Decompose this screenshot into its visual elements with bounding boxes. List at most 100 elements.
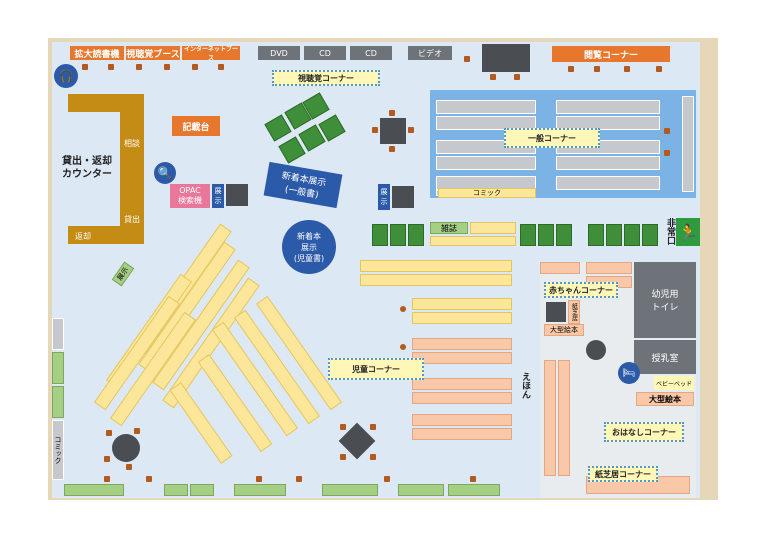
chair xyxy=(104,476,110,482)
picture-book-shelf xyxy=(412,392,512,404)
children-shelf xyxy=(412,312,512,324)
chair xyxy=(490,74,496,80)
left-wall-shelf xyxy=(52,386,64,418)
general-shelf xyxy=(556,100,660,114)
picture-book-shelf xyxy=(586,262,632,274)
general-shelf xyxy=(436,100,536,114)
chair xyxy=(384,476,390,482)
chair xyxy=(624,66,630,72)
headphones-icon: 🎧 xyxy=(54,64,78,88)
shichoukaku-corner-label: 視聴覚コーナー xyxy=(272,70,380,86)
bottom-shelf xyxy=(64,484,124,496)
chair xyxy=(296,476,302,482)
picture-book-shelf xyxy=(412,428,512,440)
chair xyxy=(104,456,110,462)
internet-booth-label: インターネットブース xyxy=(182,46,240,62)
picture-book-shelf-vertical xyxy=(544,360,556,476)
picture-book-shelf-vertical xyxy=(558,360,570,476)
tenji-2: 展示 xyxy=(378,184,390,210)
chair xyxy=(470,476,476,482)
children-shelf xyxy=(412,298,512,310)
magazine-shelf xyxy=(408,224,424,246)
chair xyxy=(82,64,88,70)
chair xyxy=(389,110,395,116)
magazine-shelf xyxy=(372,224,388,246)
chair xyxy=(656,66,662,72)
magazine-shelf xyxy=(538,224,554,246)
video-shelf: ビデオ xyxy=(408,46,452,60)
picture-book-shelf xyxy=(412,378,512,390)
general-shelf xyxy=(436,116,536,130)
general-shelf-vertical xyxy=(682,96,694,192)
baby-bed-label: ベビーベッド xyxy=(654,376,694,390)
picture-book-shelf xyxy=(412,352,512,364)
chair xyxy=(514,74,520,80)
display-case-2 xyxy=(392,186,414,208)
tenji-small: 展示 xyxy=(212,184,224,208)
chair xyxy=(146,476,152,482)
zasshi-label: 雑誌 xyxy=(430,222,468,234)
shichoukaku-booth-label: 視聴覚ブース xyxy=(126,46,180,60)
baby-round-table xyxy=(586,340,606,360)
kakudai-label: 拡大読書機 xyxy=(70,46,124,60)
chair xyxy=(408,127,414,133)
bottom-shelf xyxy=(190,484,214,496)
magazine-shelf xyxy=(390,224,406,246)
counter-label: 貸出・返却 カウンター xyxy=(62,156,112,180)
children-shelf xyxy=(360,274,512,286)
general-shelf xyxy=(556,176,660,190)
chair xyxy=(340,454,346,460)
round-table xyxy=(112,434,140,462)
picture-book-shelf xyxy=(540,262,580,274)
chair xyxy=(256,476,262,482)
chair xyxy=(340,424,346,430)
chair xyxy=(464,56,470,62)
center-table xyxy=(380,118,406,144)
left-wall-shelf xyxy=(52,352,64,384)
kamishibai-small: 紙芝居 xyxy=(568,300,580,324)
chair xyxy=(218,64,224,70)
magazine-shelf xyxy=(588,224,604,246)
akachan-corner-label: 赤ちゃんコーナー xyxy=(544,282,618,298)
chair xyxy=(664,128,670,134)
magazine-shelf xyxy=(642,224,658,246)
jidou-corner-label: 児童コーナー xyxy=(328,358,424,380)
magazine-shelf xyxy=(520,224,536,246)
comic-shelf: コミック xyxy=(438,188,536,198)
magazine-shelf xyxy=(624,224,640,246)
picture-book-shelf xyxy=(412,338,512,350)
bottom-shelf xyxy=(322,484,378,496)
chair xyxy=(108,64,114,70)
chair xyxy=(372,127,378,133)
emergency-exit-label: 非常口 xyxy=(665,218,675,245)
children-shelf xyxy=(360,260,512,272)
counter-side xyxy=(120,110,144,228)
bottom-shelf xyxy=(164,484,188,496)
magazine-shelf xyxy=(556,224,572,246)
emergency-exit-icon: 🏃 xyxy=(676,218,700,246)
chair xyxy=(192,64,198,70)
ippan-corner-label: 一般コーナー xyxy=(504,128,600,148)
ehon-label: えほん xyxy=(520,372,530,399)
comic-left-shelf: コミック xyxy=(52,420,64,480)
chair xyxy=(664,150,670,156)
chair xyxy=(370,424,376,430)
left-wall-shelf xyxy=(52,318,64,350)
bottom-shelf xyxy=(234,484,286,496)
bottom-shelf xyxy=(448,484,500,496)
new-books-children: 新着本 展示 (児童書) xyxy=(282,220,336,274)
youji-toilet: 幼児用 トイレ xyxy=(634,262,696,338)
henkyaku-label: 返却 xyxy=(70,228,96,244)
bottom-shelf xyxy=(398,484,444,496)
general-shelf xyxy=(436,156,536,170)
magazine-yellow-shelf xyxy=(430,236,516,246)
cd-shelf-1: CD xyxy=(304,46,346,60)
magazine-shelf xyxy=(606,224,622,246)
magazine-yellow-shelf xyxy=(470,222,516,234)
chair xyxy=(106,430,112,436)
opac-terminal[interactable]: OPAC 検索機 xyxy=(170,184,210,208)
display-case xyxy=(226,184,248,206)
junyushitsu: 授乳室 xyxy=(634,340,696,374)
baby-table xyxy=(546,302,566,322)
search-icon: 🔍 xyxy=(154,162,176,184)
